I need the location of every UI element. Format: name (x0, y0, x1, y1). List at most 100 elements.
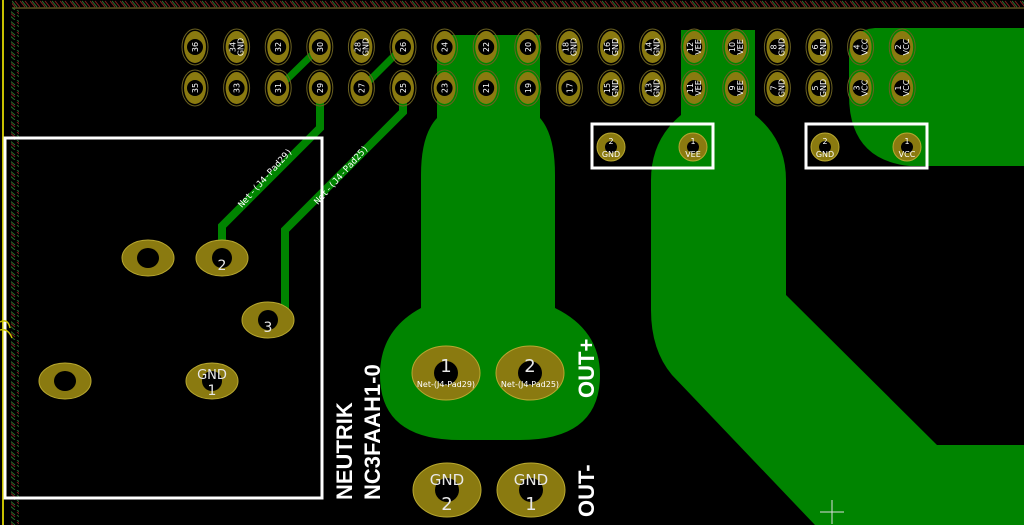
header-pin-36[interactable]: 36 (181, 28, 209, 66)
pin-label: 26 (399, 42, 408, 52)
pin-label: 2VCC (894, 38, 911, 55)
xlr-footprint: 2 3 GND 1 (38, 239, 295, 400)
pin-label: 36 (191, 42, 200, 52)
header-pin-7[interactable]: 7GND (763, 69, 791, 107)
header-pin-17[interactable]: 17 (555, 69, 583, 107)
pad-number: 2 (441, 494, 452, 515)
vcc-connector-outline (804, 122, 929, 170)
header-pin-26[interactable]: 26 (389, 28, 417, 66)
pin-label: 23 (441, 83, 450, 93)
header-pin-2[interactable]: 2VCC (888, 28, 916, 66)
vcc-connector: 2 GND 1 VCC (810, 132, 922, 162)
pin-label: 22 (482, 42, 491, 52)
pin-label: 13GND (645, 79, 662, 97)
pin-label: 32 (274, 42, 283, 52)
header-pin-14[interactable]: 14GND (639, 28, 667, 66)
header-pin-22[interactable]: 22 (472, 28, 500, 66)
pad-net: GND (514, 471, 548, 489)
pin-label: 25 (399, 83, 408, 93)
pin-label: 21 (482, 83, 491, 93)
header-pin-10[interactable]: 10VEE (722, 28, 750, 66)
pin-label: 11VEE (686, 80, 703, 96)
pad-net: GND (602, 150, 620, 159)
pin-label: 7GND (769, 79, 786, 97)
header-pin-33[interactable]: 33 (223, 69, 251, 107)
header-pin-21[interactable]: 21 (472, 69, 500, 107)
pin-label: 17 (565, 83, 574, 93)
pin-label: 5GND (811, 79, 828, 97)
pin-label: 31 (274, 83, 283, 93)
crosshair-cursor-icon (820, 500, 844, 524)
vee-connector-outline (590, 122, 715, 170)
pin-label: 29 (316, 83, 325, 93)
pad-net: VEE (685, 150, 701, 159)
header-pin-1[interactable]: 1VCC (888, 69, 916, 107)
pin-label: 16GND (603, 38, 620, 56)
header-pin-25[interactable]: 25 (389, 69, 417, 107)
pin-label: 28GND (353, 38, 370, 56)
footprint-manufacturer: NEUTRIK (332, 402, 357, 500)
trace-label-pad29: Net-(J4-Pad29) (237, 147, 295, 210)
pin-label: 35 (191, 83, 200, 93)
header-pin-6[interactable]: 6GND (805, 28, 833, 66)
output-copper-pour[interactable] (380, 35, 600, 440)
trace-pad25[interactable] (265, 88, 407, 324)
pad-number: 1 (904, 137, 909, 146)
header-pin-3[interactable]: 3VCC (847, 69, 875, 107)
edge-arc-marker (0, 320, 13, 339)
pin-label: 10VEE (728, 39, 745, 55)
pin-label: 19 (524, 83, 533, 93)
pin-label: 4VCC (853, 38, 870, 55)
header-pin-24[interactable]: 24 (431, 28, 459, 66)
out-plus-label: OUT+ (574, 339, 599, 398)
header-pin-27[interactable]: 27 (347, 69, 375, 107)
pin-label: 24 (441, 42, 450, 52)
header-pin-31[interactable]: 31 (264, 69, 292, 107)
pin-label: 15GND (603, 79, 620, 97)
out-minus-label: OUT- (574, 464, 599, 517)
pin-label: 3VCC (853, 79, 870, 96)
header-pin-34[interactable]: 34GND (223, 28, 251, 66)
pad-number: 2 (608, 137, 613, 146)
header-pin-12[interactable]: 12VEE (680, 28, 708, 66)
header-pin-13[interactable]: 13GND (639, 69, 667, 107)
pad-number: 1 (440, 356, 451, 377)
header-pin-8[interactable]: 8GND (763, 28, 791, 66)
output-connector: 1 Net-(J4-Pad29) 2 Net-(J4-Pad25) GND 2 … (411, 345, 566, 518)
pin-label: 9VEE (728, 80, 745, 96)
header-pin-9[interactable]: 9VEE (722, 69, 750, 107)
vee-copper-pour[interactable] (651, 30, 1024, 525)
pad-number: 2 (524, 356, 535, 377)
header-pin-20[interactable]: 20 (514, 28, 542, 66)
pin-label: 30 (316, 42, 325, 52)
header-pin-28[interactable]: 28GND (347, 28, 375, 66)
pad-number: 1 (690, 137, 695, 146)
pad-net: GND (816, 150, 834, 159)
pad-net: GND (430, 471, 464, 489)
header-pin-16[interactable]: 16GND (597, 28, 625, 66)
header-pin-18[interactable]: 18GND (555, 28, 583, 66)
pin-label: 14GND (645, 38, 662, 56)
header-pin-35[interactable]: 35 (181, 69, 209, 107)
pad-number: 2 (822, 137, 827, 146)
header-pin-4[interactable]: 4VCC (847, 28, 875, 66)
header-pin-23[interactable]: 23 (431, 69, 459, 107)
header-pin-30[interactable]: 30 (306, 28, 334, 66)
pad-number: 3 (264, 320, 273, 336)
header-pin-29[interactable]: 29 (306, 69, 334, 107)
header-pin-32[interactable]: 32 (264, 28, 292, 66)
pin-label: 20 (524, 42, 533, 52)
header-pin-15[interactable]: 15GND (597, 69, 625, 107)
pin-label: 12VEE (686, 39, 703, 55)
pin-label: 27 (357, 83, 366, 93)
pin-label: 6GND (811, 38, 828, 56)
header-pin-11[interactable]: 11VEE (680, 69, 708, 107)
xlr-footprint-outline (3, 136, 324, 500)
header-pin-5[interactable]: 5GND (805, 69, 833, 107)
vcc-copper-pour[interactable] (849, 28, 1024, 166)
pad-number: 1 (208, 383, 217, 399)
header-pin-19[interactable]: 19 (514, 69, 542, 107)
pad-number: 2 (218, 258, 227, 274)
